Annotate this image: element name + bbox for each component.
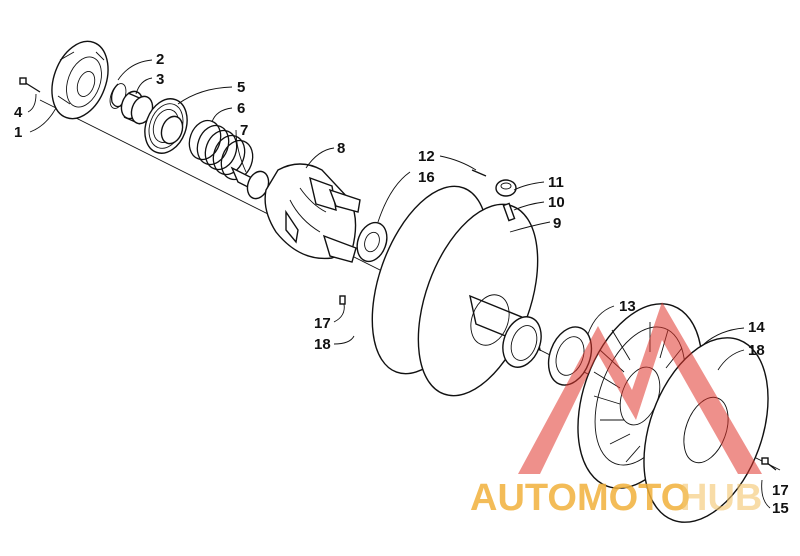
callout-18-left: 18 (314, 336, 331, 353)
callout-17-left: 17 (314, 315, 331, 332)
part-7-sleeve (230, 166, 270, 200)
watermark-text-hub: HUB (680, 477, 762, 519)
callout-1: 1 (14, 124, 22, 141)
part-10-pin (502, 202, 516, 222)
callout-15: 15 (772, 500, 789, 517)
callout-2: 2 (156, 51, 164, 68)
callout-14: 14 (748, 319, 765, 336)
part-8-cam-housing (264, 163, 361, 263)
callout-8: 8 (337, 140, 345, 157)
callout-labels: 1 2 3 4 5 6 7 8 9 10 11 12 13 14 15 16 1… (14, 51, 789, 517)
callout-4: 4 (14, 104, 23, 121)
callout-13: 13 (619, 298, 636, 315)
part-9-movable-sheave (371, 185, 542, 397)
callout-18-right: 18 (748, 342, 765, 359)
callout-6: 6 (237, 100, 245, 117)
part-1-cover-plate (51, 40, 109, 120)
callout-9: 9 (553, 215, 561, 232)
part-12-pin (471, 169, 487, 177)
callout-16: 16 (418, 169, 435, 186)
watermark-logo: AUTOMOTO HUB (470, 302, 762, 519)
part-5-bearing (144, 98, 188, 154)
watermark-text-automoto: AUTOMOTO (470, 477, 690, 519)
leader-lines (27, 59, 771, 509)
callout-5: 5 (237, 79, 245, 96)
part-11-cap (495, 179, 517, 197)
callout-11: 11 (548, 174, 564, 191)
callout-17-right: 17 (772, 482, 789, 499)
part-17-screw-right (761, 457, 777, 471)
callout-3: 3 (156, 71, 164, 88)
callout-7: 7 (240, 122, 248, 139)
part-17-screw-left (339, 295, 346, 305)
callout-12: 12 (418, 148, 435, 165)
callout-10: 10 (548, 194, 565, 211)
part-4-screw (19, 77, 41, 93)
part-16-washer (356, 221, 388, 263)
